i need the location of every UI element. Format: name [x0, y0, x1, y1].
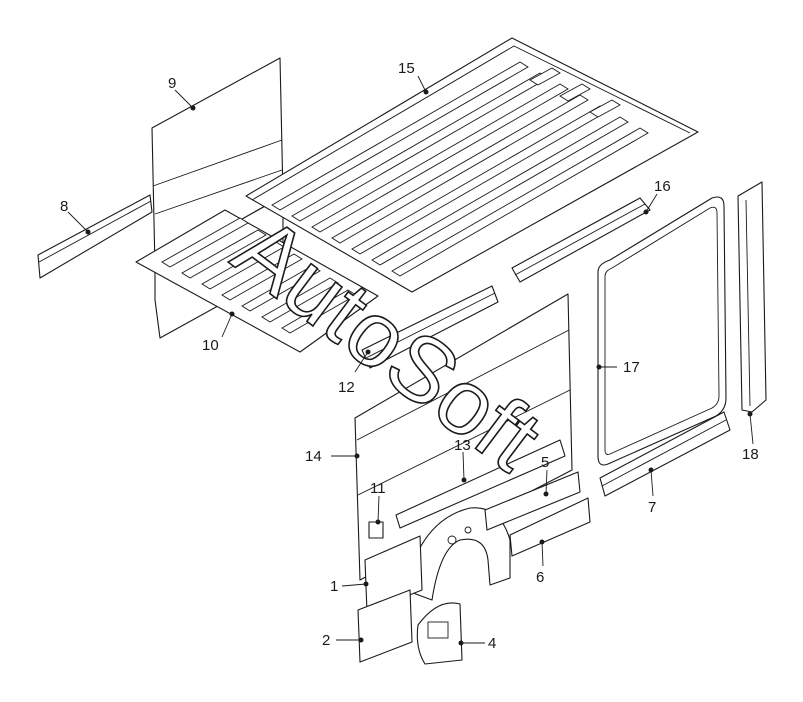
part-10-ribs	[161, 217, 357, 334]
part-15-floor-panel	[245, 37, 699, 293]
part-5-panel	[484, 471, 581, 531]
callout-10: 10	[202, 337, 219, 354]
leaders	[67, 75, 754, 646]
callout-1: 1	[330, 578, 338, 595]
callout-15: 15	[398, 60, 415, 77]
wheel-arch	[404, 507, 511, 601]
part-11-clip	[368, 521, 384, 539]
part-8-strip	[37, 194, 153, 279]
part-2-panel	[357, 589, 413, 663]
callout-14: 14	[305, 448, 322, 465]
callout-9: 9	[168, 75, 176, 92]
part-15-ribs	[271, 61, 649, 277]
callout-16: 16	[654, 178, 671, 195]
part-7-sill	[599, 411, 731, 497]
part-18-post	[737, 181, 767, 413]
part-10-floor-panel	[135, 209, 379, 353]
callout-2: 2	[322, 632, 330, 649]
callout-6: 6	[536, 569, 544, 586]
part-16-strip	[511, 197, 651, 283]
callout-17: 17	[623, 359, 640, 376]
callout-11: 11	[370, 480, 386, 497]
callout-12: 12	[338, 379, 355, 396]
callout-18: 18	[742, 446, 759, 463]
callout-5: 5	[541, 454, 549, 471]
part-13-strip	[395, 439, 566, 529]
part-12-strip	[361, 285, 499, 369]
callout-4: 4	[488, 635, 496, 652]
callout-13: 13	[454, 437, 471, 454]
part-6-panel	[509, 497, 591, 557]
part-4-mudflap	[416, 602, 463, 665]
callout-8: 8	[60, 198, 68, 215]
callout-7: 7	[648, 499, 656, 516]
callouts: 9 8 15 10 16 12 17 14 13 11 5 6 1 2 4 7 …	[60, 60, 759, 652]
